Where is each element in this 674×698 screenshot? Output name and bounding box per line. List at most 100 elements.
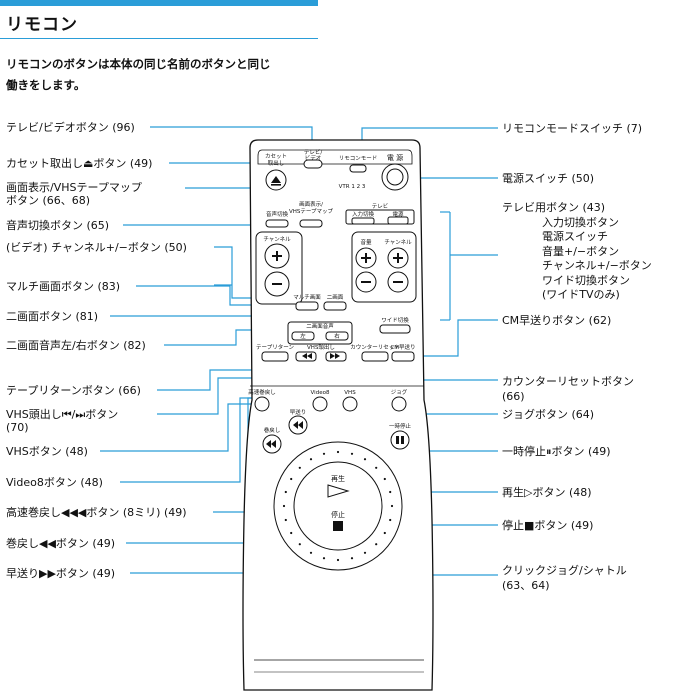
- label-display: 画面表示/VHSテープマップ ボタン (66、68): [6, 181, 142, 207]
- jog-ring-dot: [383, 477, 386, 481]
- label-tv-buttons-title: テレビ用ボタン (43): [502, 201, 606, 214]
- remote-channel-label: チャンネル: [263, 236, 291, 243]
- jog-ring-dot: [389, 518, 392, 522]
- label-shuttle-line2: (63、64): [502, 579, 550, 592]
- label-counter: カウンターリセットボタン (66): [502, 374, 634, 404]
- remote-tv-channel-label: チャンネル: [384, 239, 412, 246]
- jog-ring-dot: [389, 490, 392, 494]
- jog-ring-dot: [309, 458, 313, 461]
- remote-tvvideo-label1: テレビ/: [304, 148, 323, 156]
- wide-button: [379, 324, 411, 334]
- title-underline: [0, 38, 318, 39]
- video8-button: [312, 396, 328, 412]
- remote-rew-label: 巻戻し: [264, 426, 281, 434]
- remote-body: [242, 139, 434, 691]
- remote-play-label: 再生: [331, 474, 345, 483]
- vhs-button: [342, 396, 358, 412]
- tv-input-button: [351, 217, 375, 225]
- label-dual: 二画面ボタン (81): [6, 310, 99, 323]
- label-jog: ジョグボタン (64): [502, 408, 595, 421]
- remote-ff-label: 早送り: [290, 408, 307, 416]
- jog-ring-dot: [309, 551, 313, 554]
- label-shuttle: クリックジョグ/シャトル (63、64): [502, 563, 627, 593]
- display-button: [299, 219, 323, 228]
- dual-audio-left: [291, 331, 315, 341]
- remote-vtr-label: VTR 1 2 3: [339, 184, 366, 190]
- page-title: リモコン: [6, 15, 78, 35]
- remote-jog-label: ジョグ: [391, 388, 408, 396]
- label-tape-return: テープリターンボタン (66): [6, 384, 141, 397]
- jog-ring-dot: [284, 518, 287, 522]
- pause-button: [390, 430, 410, 450]
- label-video-channel: (ビデオ) チャンネル+/−ボタン (50): [6, 241, 187, 254]
- jog-ring-dot: [363, 551, 367, 554]
- remote-counter-label: カウンターリセット: [350, 343, 400, 351]
- remote-tv-box-label: テレビ: [372, 202, 389, 210]
- label-shuttle-line1: クリックジョグ/シャトル: [502, 564, 627, 577]
- remote-pause-label: 一時停止: [389, 422, 412, 430]
- jog-ring-dot: [298, 466, 301, 469]
- remote-cm-label: CM早送り: [390, 343, 415, 351]
- label-display-line1: 画面表示/VHSテープマップ: [6, 181, 142, 194]
- remote-input-label: 入力切換: [352, 210, 375, 218]
- jog-button: [391, 396, 407, 412]
- label-power: 電源スイッチ (50): [502, 172, 595, 185]
- jog-ring-dot: [350, 557, 354, 560]
- label-tv-power: 電源スイッチ: [542, 230, 608, 243]
- remote-audio-label: 音声切換: [266, 210, 289, 218]
- remote-display-label2: VHSテープマップ: [289, 208, 334, 215]
- jog-ring-dot: [383, 531, 386, 535]
- jog-ring-dot: [390, 504, 394, 508]
- tv-video-button: [303, 159, 323, 169]
- tape-return-button: [261, 351, 289, 362]
- fast-rewind-button: [254, 396, 270, 412]
- label-counter-line1: カウンターリセットボタン: [502, 375, 634, 388]
- remote-tv-power-label: 電源: [392, 210, 404, 218]
- remote-eject-label1: カセット: [265, 153, 287, 160]
- jog-ring-dot: [375, 466, 378, 469]
- remote-left-label: 左: [300, 332, 306, 340]
- tv-power-button: [387, 216, 409, 225]
- label-tv-input: 入力切換ボタン: [542, 215, 619, 229]
- jog-ring-dot: [322, 557, 326, 560]
- remote-mode-label: リモコンモード: [339, 155, 378, 162]
- label-tv-wide-note: (ワイドTVのみ): [542, 288, 620, 301]
- jog-ring-dot: [350, 452, 354, 455]
- remote-power-label: 電 源: [387, 153, 403, 162]
- label-dual-audio: 二画面音声左/右ボタン (82): [6, 339, 146, 352]
- audio-switch-button: [265, 219, 289, 228]
- jog-ring-dot: [290, 477, 293, 481]
- jog-shuttle-inner: [293, 461, 383, 551]
- remote-stop-label: 停止: [331, 510, 345, 519]
- remote-dual-audio-label: 二画面音声: [306, 322, 334, 330]
- intro-text: リモコンのボタンは本体の同じ名前のボタンと同じ 働きをします。: [6, 54, 271, 96]
- title-accent-bar: [0, 0, 318, 6]
- remote-display-label1: 画面表示/: [299, 200, 323, 208]
- label-tv-channel: チャンネル+/−ボタン: [542, 259, 652, 272]
- label-tv-volume: 音量+/−ボタン: [542, 244, 620, 258]
- label-vhs-index-line1: VHS頭出し⏮/⏭ボタン: [6, 408, 119, 421]
- label-multi: マルチ画面ボタン (83): [6, 280, 121, 293]
- intro-line-1: リモコンのボタンは本体の同じ名前のボタンと同じ: [6, 57, 271, 71]
- label-vhs-index-line2: (70): [6, 421, 29, 434]
- label-video8: Video8ボタン (48): [6, 476, 103, 489]
- cm-skip-button: [391, 351, 415, 362]
- remote-tvvideo-label2: ビデオ: [305, 154, 322, 162]
- remote-volume-label: 音量: [360, 238, 372, 246]
- label-cm-skip: CM早送りボタン (62): [502, 314, 612, 327]
- jog-ring-dot: [363, 458, 367, 461]
- jog-ring-dot: [375, 543, 378, 546]
- jog-ring-dot: [336, 450, 340, 454]
- remote-dual-label: 二画面: [327, 294, 344, 301]
- intro-line-2: 働きをします。: [6, 78, 86, 92]
- label-play: 再生▷ボタン (48): [502, 486, 592, 499]
- jog-ring-dot: [284, 490, 287, 494]
- jog-ring-dot: [282, 504, 286, 508]
- label-tv-video: テレビ/ビデオボタン (96): [6, 121, 135, 134]
- label-tv-wide: ワイド切換ボタン: [542, 273, 630, 287]
- label-audio: 音声切換ボタン (65): [6, 219, 110, 232]
- label-rewind: 巻戻し◀◀ボタン (49): [6, 537, 115, 550]
- label-fast-rewind: 高速巻戻し◀◀◀ボタン (8ミリ) (49): [6, 506, 187, 519]
- label-stop: 停止■ボタン (49): [502, 519, 594, 532]
- remote-wide-label: ワイド切換: [381, 316, 409, 324]
